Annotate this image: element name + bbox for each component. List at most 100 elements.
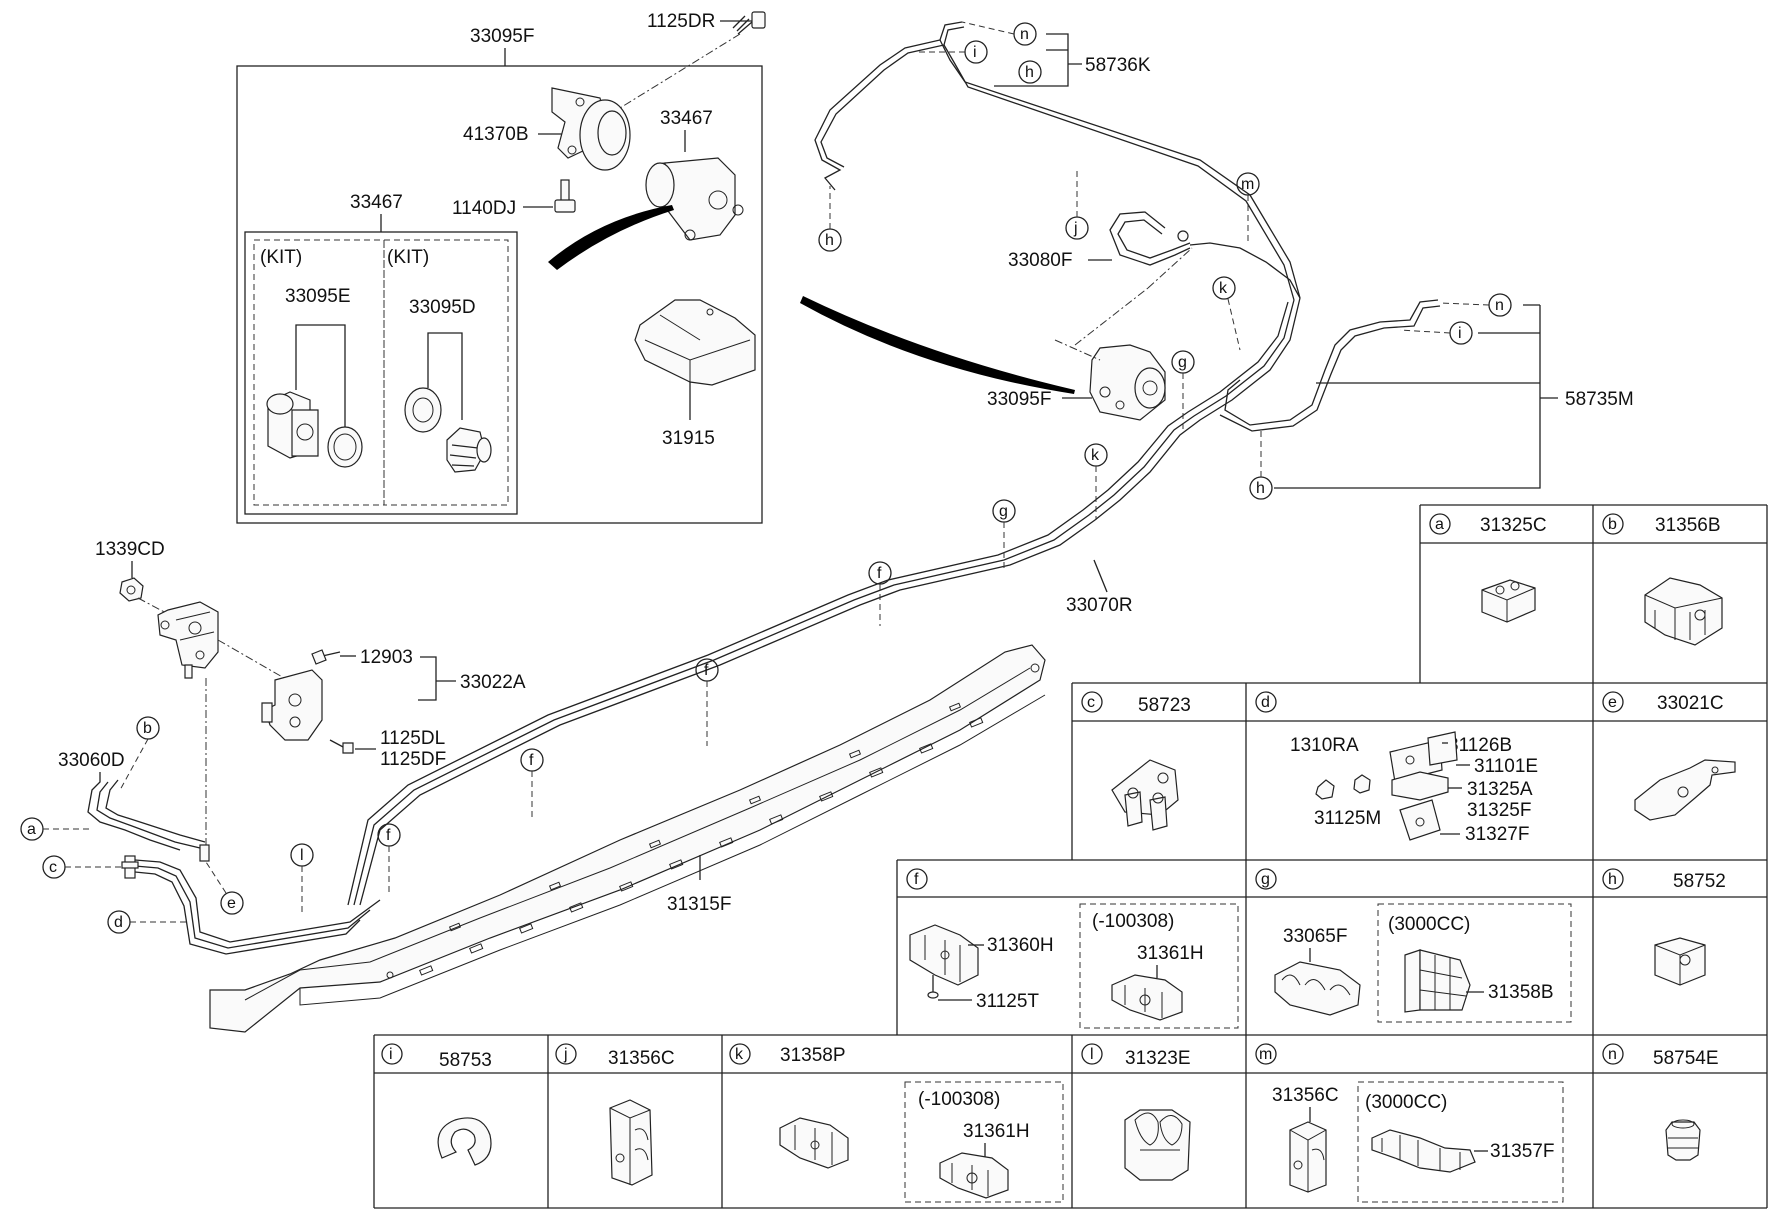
table-f-31361H: 31361H (1137, 943, 1204, 964)
table-letter-k: k (735, 1046, 744, 1063)
table-letter-j: j (563, 1046, 568, 1063)
clip-set-k-drawing: (-100308) 31361H (779, 1081, 1064, 1203)
nut-1339CD (119, 577, 144, 602)
label-33095F-right: 33095F (987, 389, 1051, 410)
part-33021C-drawing (1634, 759, 1736, 821)
clip-set-d-drawing: 1310RA 31126B 31101E 31325A 31325F 31125… (1290, 731, 1538, 845)
label-33022A: 33022A (460, 672, 526, 693)
callout-h-right: h (1256, 480, 1265, 497)
table-letter-e: e (1608, 694, 1617, 711)
table-letter-a: a (1435, 516, 1444, 533)
letter-callouts: n i h h j m k g n i h k g (20, 21, 1512, 934)
kit-label-e: (KIT) (260, 247, 302, 268)
callout-n-top: n (1020, 26, 1029, 43)
table-m-31356C: 31356C (1272, 1085, 1339, 1106)
label-12903: 12903 (360, 647, 413, 668)
callout-k-upper: k (1219, 280, 1228, 297)
bracket-41370B (551, 87, 631, 171)
m-variant-box (1357, 1081, 1564, 1203)
label-31315F: 31315F (667, 894, 731, 915)
part-31356C-drawing-j (609, 1099, 653, 1186)
table-letter-d: d (1261, 694, 1270, 711)
callout-e: e (227, 895, 236, 912)
table-letter-c: c (1087, 694, 1095, 711)
pointer-arc-right (800, 296, 1075, 394)
clip-set-m-drawing: 31356C (3000CC) 31357F (1272, 1081, 1564, 1203)
table-k-variant: (-100308) (918, 1089, 1000, 1110)
motor-33467 (645, 157, 744, 241)
label-33467-kit: 33467 (350, 192, 403, 213)
table-part-h: 58752 (1673, 871, 1726, 892)
table-d-31101E: 31101E (1474, 756, 1538, 777)
table-d-31327F: 31327F (1465, 824, 1529, 845)
table-letter-b: b (1608, 516, 1617, 533)
callout-h-top: h (1025, 64, 1034, 81)
label-33095E: 33095E (285, 286, 351, 307)
callout-b: b (143, 720, 152, 737)
label-33080F: 33080F (1008, 250, 1072, 271)
callout-i-right: i (1458, 325, 1462, 342)
bolt-1125DR (732, 11, 766, 35)
table-d-31125M: 31125M (1314, 808, 1381, 829)
table-part-k: 31358P (780, 1045, 846, 1066)
bolt-1140DJ (554, 179, 576, 213)
table-k-31361H: 31361H (963, 1121, 1030, 1142)
table-m-variant: (3000CC) (1365, 1092, 1447, 1113)
table-part-e: 33021C (1657, 693, 1724, 714)
parts-table: a 31325C b 31356B c 58723 d e 33021C f g… (373, 504, 1768, 1209)
parts-33095D (404, 387, 492, 473)
label-33070R: 33070R (1066, 595, 1133, 616)
table-letter-n: n (1608, 1046, 1617, 1063)
label-1125DR: 1125DR (647, 11, 715, 32)
cover-31915 (634, 299, 756, 386)
table-m-31357F: 31357F (1490, 1141, 1554, 1162)
fuel-line-routing-rear: 33080F 33095F 33070R 58736K 58735M (347, 21, 1634, 906)
table-g-variant: (3000CC) (1388, 914, 1470, 935)
label-33060D: 33060D (58, 750, 125, 771)
bracket-33022A (261, 669, 323, 741)
valve-assembly-group: 1339CD 12903 (58, 539, 526, 955)
fitting-c (121, 855, 139, 879)
table-part-a: 31325C (1480, 515, 1547, 536)
kit-label-d: (KIT) (387, 247, 429, 268)
table-f-31360H: 31360H (987, 935, 1054, 956)
label-1125DF: 1125DF (380, 749, 446, 770)
table-g-31358B: 31358B (1488, 982, 1554, 1003)
valve-block (157, 601, 219, 679)
callout-f-3: f (529, 752, 534, 769)
part-58723-drawing (1111, 759, 1179, 831)
frame-rail-31315F: 31315F (209, 644, 1046, 1033)
table-letter-m: m (1259, 1046, 1272, 1063)
table-f-variant: (-100308) (1092, 911, 1174, 932)
callout-g-upper: g (1178, 354, 1187, 371)
table-part-n: 58754E (1653, 1048, 1719, 1069)
table-part-i: 58753 (439, 1050, 492, 1071)
part-58753-drawing (437, 1117, 492, 1166)
callout-g-lower: g (999, 503, 1008, 520)
f-variant-box (1079, 903, 1239, 1029)
callout-a: a (27, 821, 36, 838)
part-31356B-drawing (1644, 577, 1723, 646)
table-d-31325F: 31325F (1467, 800, 1531, 821)
label-58736K: 58736K (1085, 55, 1151, 76)
callout-f-1: f (877, 565, 882, 582)
table-part-c: 58723 (1138, 695, 1191, 716)
label-33095F-top: 33095F (470, 26, 534, 47)
table-letter-h: h (1608, 871, 1617, 888)
pointer-arc-left (548, 205, 674, 270)
label-1125DL: 1125DL (380, 728, 445, 749)
callout-c: c (49, 859, 57, 876)
kit-33095D-box (383, 239, 509, 506)
rail-holes (386, 663, 1040, 979)
callout-i-top: i (973, 44, 977, 61)
table-part-j: 31356C (608, 1048, 675, 1069)
label-1140DJ: 1140DJ (452, 198, 516, 219)
table-f-31125T: 31125T (976, 991, 1039, 1012)
table-letter-f: f (914, 871, 919, 888)
part-58754E-drawing (1665, 1119, 1701, 1161)
assembly-box (236, 65, 763, 524)
callout-h-left: h (825, 232, 834, 249)
table-part-b: 31356B (1655, 515, 1721, 536)
clip-set-g-drawing: 33065F (3000CC) 31358B (1274, 903, 1572, 1023)
